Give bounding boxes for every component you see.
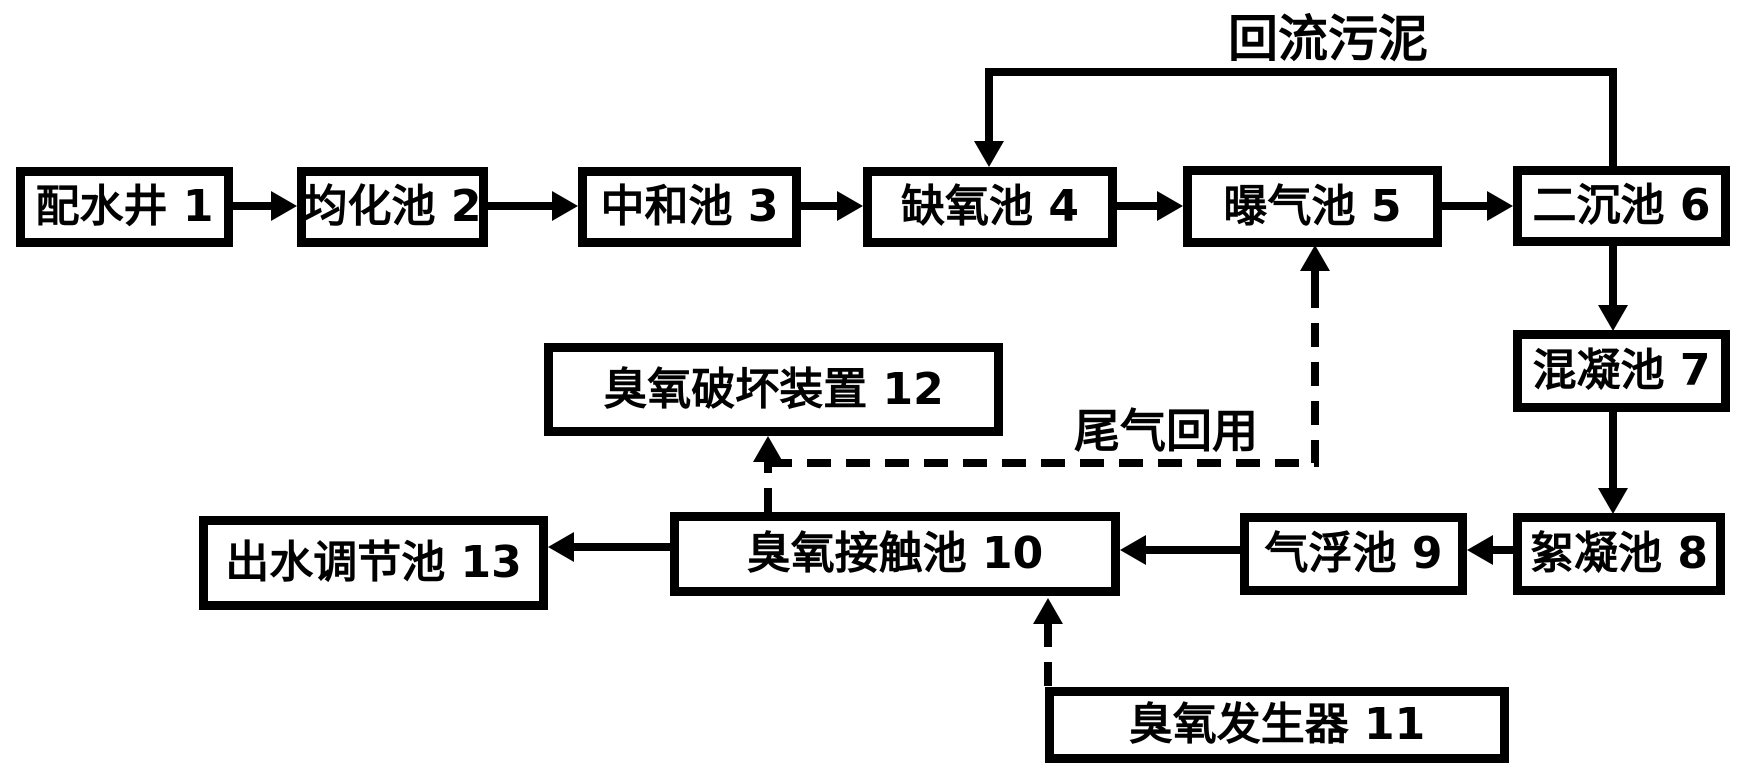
- node-label-neutralization-tank: 中和池 3: [600, 181, 779, 232]
- arrow-2-to-3: [488, 191, 578, 221]
- node-label-distribution-well: 配水井 1: [35, 181, 214, 232]
- dashed-arrow-10-to-12: [753, 436, 783, 512]
- node-label-coagulation-tank: 混凝池 7: [1532, 345, 1711, 396]
- node-label-anoxic-tank: 缺氧池 4: [901, 181, 1079, 232]
- arrow-7-to-8: [1598, 412, 1628, 514]
- node-label-ozone-contact-tank: 臭氧接触池 10: [746, 528, 1044, 579]
- node-label-aeration-tank: 曝气池 5: [1223, 180, 1402, 232]
- return-sludge-label: 回流污泥: [1228, 10, 1428, 68]
- arrow-6-to-7: [1598, 244, 1628, 331]
- dashed-arrow-11-to-10: [1033, 598, 1063, 686]
- node-anoxic-tank-4: 缺氧池 4: [863, 167, 1117, 247]
- arrow-8-to-9: [1467, 535, 1513, 565]
- arrow-3-to-4: [801, 191, 863, 221]
- arrow-return-sludge-6-to-4: [974, 68, 1617, 168]
- arrow-9-to-10: [1120, 535, 1240, 565]
- node-coagulation-tank-7: 混凝池 7: [1513, 330, 1730, 412]
- node-ozone-generator-11: 臭氧发生器 11: [1045, 687, 1509, 763]
- dashed-arrow-tail-gas-10-to-5: [768, 245, 1330, 467]
- arrow-4-to-5: [1117, 191, 1183, 221]
- node-flocculation-tank-8: 絮凝池 8: [1513, 513, 1725, 595]
- arrow-1-to-2: [233, 191, 297, 221]
- node-aeration-tank-5: 曝气池 5: [1183, 166, 1442, 247]
- arrow-10-to-13: [548, 532, 670, 562]
- node-label-ozone-generator: 臭氧发生器 11: [1128, 699, 1426, 750]
- node-label-air-flotation-tank: 气浮池 9: [1264, 528, 1443, 579]
- node-equalization-tank-2: 均化池 2: [297, 167, 488, 247]
- node-effluent-regulation-tank-13: 出水调节池 13: [199, 516, 548, 610]
- node-ozone-destruction-device-12: 臭氧破坏装置 12: [544, 343, 1003, 436]
- tail-gas-reuse-label: 尾气回用: [1074, 404, 1258, 458]
- node-air-flotation-tank-9: 气浮池 9: [1240, 513, 1467, 595]
- node-neutralization-tank-3: 中和池 3: [578, 167, 801, 247]
- node-distribution-well-1: 配水井 1: [16, 167, 233, 247]
- node-label-secondary-sedimentation-tank: 二沉池 6: [1532, 180, 1711, 231]
- arrow-5-to-6: [1442, 191, 1513, 221]
- node-ozone-contact-tank-10: 臭氧接触池 10: [670, 512, 1120, 596]
- node-label-effluent-regulation-tank: 出水调节池 13: [225, 537, 522, 588]
- node-label-equalization-tank: 均化池 2: [303, 181, 482, 232]
- node-label-ozone-destruction-device: 臭氧破坏装置 12: [603, 363, 944, 415]
- node-label-flocculation-tank: 絮凝池 8: [1530, 528, 1708, 579]
- node-secondary-sedimentation-tank-6: 二沉池 6: [1513, 166, 1730, 246]
